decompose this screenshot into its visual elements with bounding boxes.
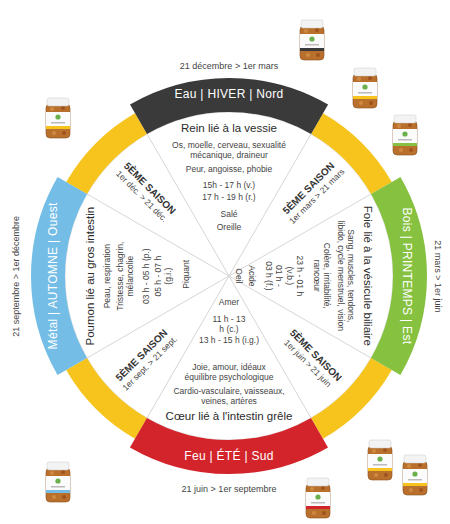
sector-text: Cœur lié à l'intestin grêle <box>165 410 293 424</box>
organ-sector: Foie lié à la vésicule biliaire Sang, mus… <box>233 205 374 346</box>
sector-text: Poumon lié au gros intestin <box>84 206 98 346</box>
date-label: 21 décembre > 1er mars <box>179 61 279 72</box>
sector-text: Rein lié à la vessie <box>181 122 278 136</box>
sector-text: Piquant <box>181 263 191 288</box>
fifth-season-wedge: 5ÈME SAISON1er sept. > 21 sept. <box>111 325 180 394</box>
sector-text: 15h - 17 h (v.) <box>202 180 256 190</box>
sector-text: Oreille <box>216 222 242 232</box>
season-arcs <box>0 29 450 524</box>
sector-text: Peur, angoisse, phobie <box>185 164 273 174</box>
sector-text: Foie lié à la vésicule biliaire <box>360 205 374 346</box>
sector-text: 05 h - 07 h (g.i.) <box>152 247 172 304</box>
sector-text: 01 h - 03 h (f.) <box>264 260 284 292</box>
sector-text: Os, moelle, cerveau, sexualité mécanique… <box>167 140 292 160</box>
season-band: Métal | AUTOMNE | Ouest <box>47 202 61 350</box>
sector-text: 13 h - 15 h (i.g.) <box>199 335 259 345</box>
sector-text: Oeil <box>233 267 243 284</box>
sector-text: Acide <box>246 264 256 287</box>
inner-disc <box>65 112 393 440</box>
sector-text: 23 h - 01 h (v.b.) <box>285 248 305 304</box>
sector-text: Salé <box>220 209 239 219</box>
band-text: Eau | HIVER | Nord <box>174 88 285 102</box>
fifth-season-wedge: 5ÈME SAISON1er juin > 21 juin <box>280 327 345 392</box>
sector-text: 11 h - 13 h (c.) <box>212 314 247 334</box>
band-text: Métal | AUTOMNE | Ouest <box>47 202 61 350</box>
organ-sector: Poumon lié au gros intestin Peau, respira… <box>84 206 191 346</box>
sector-text: Cardio-vasculaire, vaisseaux, veines, ar… <box>170 386 288 406</box>
sector-dividers <box>87 134 371 418</box>
season-band: Feu | ÉTÉ | Sud <box>184 450 275 464</box>
date-label: 21 juin > 1er septembre <box>181 484 277 495</box>
date-label: 21 mars > 1er juin <box>433 239 444 313</box>
season-band: Bois | PRINTEMPS | Est <box>399 207 413 345</box>
fifth-season-wedge: 5ÈME SAISON1er déc. > 21 déc. <box>113 160 178 225</box>
sector-text: Tristesse, chagrin, mélancolie <box>115 226 135 326</box>
supplement-jars <box>46 20 427 518</box>
organ-sector: Amer 11 h - 13 h (c.)13 h - 15 h (i.g.) Jo… <box>165 297 293 424</box>
sector-text: 03 h - 05 h (p.) <box>141 247 151 304</box>
sector-text: Amer <box>218 297 240 307</box>
sector-text: Sang, muscles, tendons, libido, cycle me… <box>336 218 356 333</box>
sector-text: Peau, respiration <box>102 243 112 309</box>
band-text: Feu | ÉTÉ | Sud <box>184 450 275 464</box>
sector-text: Joie, amour, idéaux équilibre psychologi… <box>184 362 274 382</box>
date-label: 21 septembre > 1er décembre <box>11 215 22 337</box>
sector-text: Colère, irritabilité, rancœur <box>311 232 331 319</box>
fifth-season-wedge: 5ÈME SAISON1er mars > 21 mars <box>278 158 347 227</box>
organ-sector: Rein lié à la vessieOs, moelle, cerveau,… <box>167 122 292 232</box>
band-text: Bois | PRINTEMPS | Est <box>399 207 413 345</box>
season-band: Eau | HIVER | Nord <box>174 88 285 102</box>
sector-text: 17 h - 19 h (r.) <box>202 192 257 202</box>
